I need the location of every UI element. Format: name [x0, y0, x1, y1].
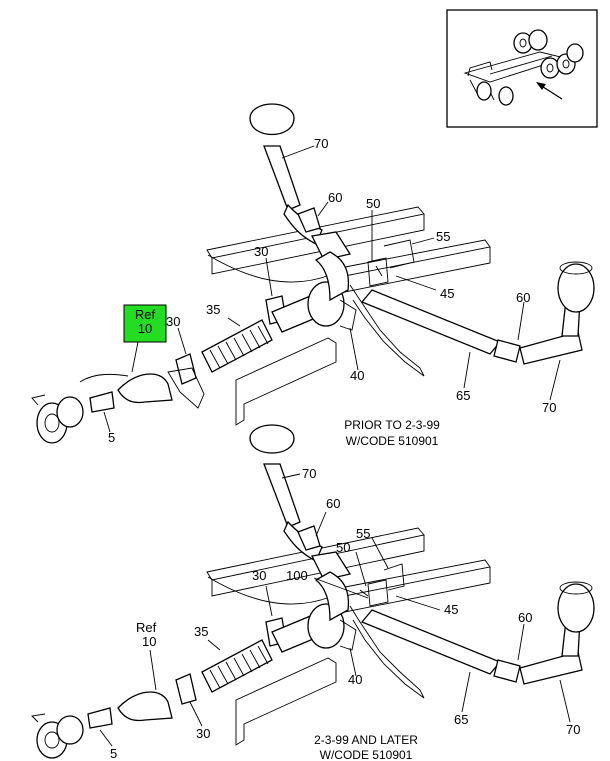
callout-60-clamp: 60 [326, 496, 340, 511]
clamp-5 [89, 391, 115, 413]
callout-35-bellows: 35 [194, 624, 208, 639]
arrow-icon [536, 82, 563, 100]
lower-caption-line2: W/CODE 510901 [320, 748, 413, 761]
tailpipe-right [360, 261, 595, 365]
turbocharger [31, 713, 84, 759]
heat-shield [235, 337, 337, 426]
callout-65-tailpipe: 65 [454, 712, 468, 727]
callout-ref-number: 10 [142, 634, 156, 649]
callout-5-clamp: 5 [110, 746, 117, 761]
heat-shield [235, 657, 337, 746]
callout-55: 55 [436, 229, 450, 244]
vertical-stack-upper [249, 424, 352, 622]
callout-70-stack-right: 70 [542, 400, 556, 415]
callout-30-clamp-left: 30 [196, 726, 210, 741]
callout-40-shield: 40 [348, 672, 362, 687]
callout-30-clamp-left: 30 [166, 314, 180, 329]
callout-70-stack: 70 [314, 136, 328, 151]
vehicle-locator-inset [446, 9, 598, 128]
callout-45: 45 [440, 286, 454, 301]
callout-ref-label: Ref [136, 620, 157, 635]
callout-35-bellows: 35 [206, 302, 220, 317]
callout-70-stack-right: 70 [566, 722, 580, 737]
leader-lines-upper [103, 145, 561, 433]
tailpipe-right [360, 581, 595, 685]
callout-55: 55 [356, 526, 370, 541]
turbocharger [31, 394, 84, 444]
lower-assembly: 70 60 55 50 100 45 30 Ref 10 35 40 60 65… [31, 424, 595, 761]
mounting-bracket [367, 239, 415, 287]
callout-100: 100 [286, 568, 308, 583]
mounting-bracket [359, 563, 405, 607]
callout-65-tailpipe: 65 [456, 388, 470, 403]
elbow-ref-10 [117, 691, 173, 722]
bracket-30 [167, 367, 205, 409]
callout-40-shield: 40 [350, 368, 364, 383]
callout-50-bracket: 50 [366, 196, 380, 211]
highlight-ref-label: Ref [135, 307, 156, 322]
highlight-ref-10-box[interactable] [123, 304, 167, 343]
upper-caption-line1: PRIOR TO 2-3-99 [344, 418, 440, 432]
lower-caption-line1: 2-3-99 AND LATER [314, 733, 418, 747]
leader-lines-lower [99, 473, 571, 747]
flex-bellows [201, 319, 273, 373]
callout-5-clamp: 5 [108, 430, 115, 445]
callout-30-clamp-top: 30 [252, 568, 266, 583]
clamp-5 [87, 707, 113, 729]
upper-caption-line2: W/CODE 510901 [346, 434, 439, 448]
callout-60-clamp-right: 60 [518, 610, 532, 625]
upper-assembly: Ref 10 70 60 50 55 45 30 35 30 40 60 65 … [31, 103, 595, 448]
chassis-sketch [463, 29, 584, 106]
callout-50-bracket: 50 [336, 540, 350, 555]
inset-frame [446, 9, 598, 128]
callout-60-clamp: 60 [328, 190, 342, 205]
vertical-stack-upper [249, 103, 352, 302]
callout-60-clamp-right: 60 [516, 290, 530, 305]
callout-30-clamp-top: 30 [254, 244, 268, 259]
frame-rails [206, 206, 491, 377]
clamp-30-left [175, 673, 197, 705]
flex-bellows [201, 639, 273, 693]
callout-70-stack: 70 [302, 466, 316, 481]
elbow-ref-10 [117, 373, 173, 404]
callout-45: 45 [444, 602, 458, 617]
highlight-ref-number: 10 [138, 321, 152, 336]
